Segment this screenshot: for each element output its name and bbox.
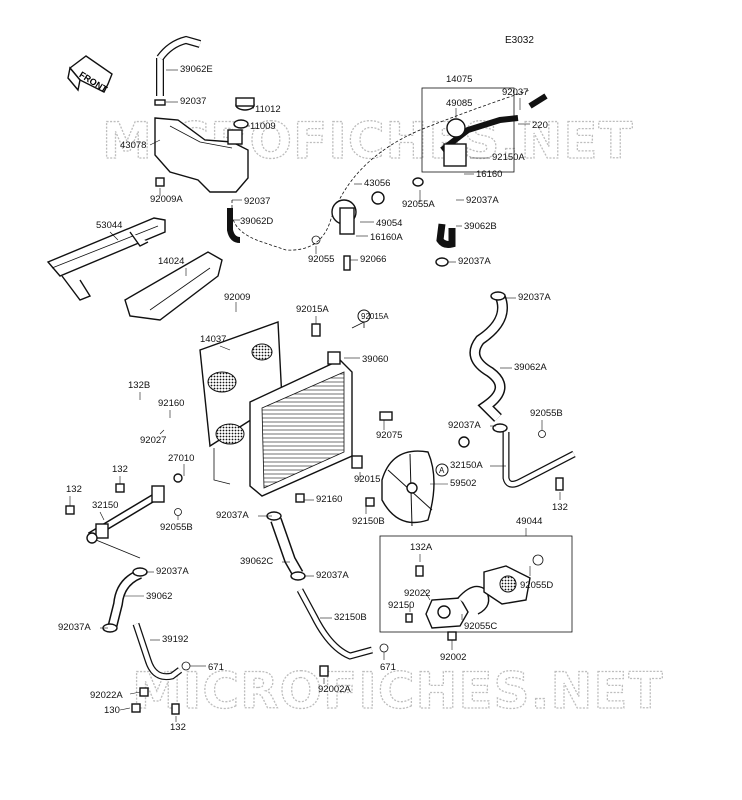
label-92150: 92150 <box>388 600 414 611</box>
label-92009A: 92009A <box>150 194 183 205</box>
label-132A: 132A <box>410 542 433 553</box>
label-49054: 49054 <box>376 218 402 229</box>
leader-lines <box>69 69 561 722</box>
label-39062: 39062 <box>146 591 172 602</box>
label-92037A-top: 92037A <box>466 195 499 206</box>
label-27010: 27010 <box>168 453 194 464</box>
label-92055B-r: 92055B <box>530 408 563 419</box>
water-pump <box>405 554 544 641</box>
label-49044: 49044 <box>516 516 542 527</box>
label-92037A-c: 92037A <box>316 570 349 581</box>
radiator-grille <box>46 217 166 301</box>
label-39062B: 39062B <box>464 221 497 232</box>
front-arrow-icon: FRONT <box>67 55 113 95</box>
label-39062C: 39062C <box>240 556 273 567</box>
hose-top-right <box>528 93 548 109</box>
label-132-ll: 132 <box>66 484 82 495</box>
label-11012: 11012 <box>255 104 281 115</box>
label-39062A: 39062A <box>514 362 547 373</box>
label-43078: 43078 <box>120 140 146 151</box>
radiator-shroud <box>124 251 223 321</box>
label-132B: 132B <box>128 380 150 391</box>
label-92150B: 92150B <box>352 516 385 527</box>
label-92002: 92002 <box>440 652 466 663</box>
radiator-core <box>249 323 353 497</box>
label-92002A: 92002A <box>318 684 351 695</box>
label-92160-c: 92160 <box>316 494 342 505</box>
watermark-bottom: MICROFICHES.NET <box>132 662 664 720</box>
radiator-fan <box>351 450 435 527</box>
hose-39062b <box>436 223 456 248</box>
label-92055B-l: 92055B <box>160 522 193 533</box>
label-92055A: 92055A <box>402 199 435 210</box>
label-14075: 14075 <box>446 74 472 85</box>
label-39062E: 39062E <box>180 64 213 75</box>
label-92015: 92015 <box>354 474 380 485</box>
pipe-32150 <box>86 485 165 559</box>
label-132-l: 132 <box>112 464 128 475</box>
reservoir-cap <box>233 97 255 129</box>
thermostat-housing <box>412 87 519 187</box>
label-14037: 14037 <box>200 334 226 345</box>
label-59502: 59502 <box>450 478 476 489</box>
part-labels: 39062E 92037 11012 11009 43078 92009A 92… <box>58 64 568 733</box>
label-92150A: 92150A <box>492 152 525 163</box>
label-92037A-ll: 92037A <box>58 622 91 633</box>
label-39192: 39192 <box>162 634 188 645</box>
label-43056: 43056 <box>364 178 390 189</box>
label-11009: 11009 <box>250 121 276 132</box>
svg-text:92015A: 92015A <box>361 312 389 321</box>
label-32150A: 32150A <box>450 460 483 471</box>
label-92027: 92027 <box>140 435 166 446</box>
label-39060: 39060 <box>362 354 388 365</box>
water-pump-small <box>331 191 385 271</box>
label-92055: 92055 <box>308 254 334 265</box>
label-92055D: 92055D <box>520 580 553 591</box>
label-92037A-mid: 92037A <box>458 256 491 267</box>
label-49085: 49085 <box>446 98 472 109</box>
reservoir-hose-top <box>154 35 202 106</box>
svg-text:A: A <box>439 466 445 475</box>
label-130: 130 <box>104 705 120 716</box>
label-92009: 92009 <box>224 292 250 303</box>
label-92037-tl: 92037 <box>180 96 206 107</box>
tank-drain-hose <box>227 208 241 243</box>
diagram-code: E3032 <box>505 35 534 46</box>
label-92037A-l: 92037A <box>156 566 189 577</box>
label-92037A-bot: 92037A <box>216 510 249 521</box>
label-92160-l: 92160 <box>158 398 184 409</box>
label-39062D: 39062D <box>240 216 273 227</box>
label-220: 220 <box>532 120 548 131</box>
reservoir-tank <box>154 117 249 193</box>
label-92022A: 92022A <box>90 690 123 701</box>
label-92022: 92022 <box>404 588 430 599</box>
label-53044: 53044 <box>96 220 122 231</box>
callout-a-fan: A <box>435 463 449 477</box>
label-671-l: 671 <box>208 662 224 673</box>
callout-a-top: 92015A <box>351 309 389 329</box>
label-671-c: 671 <box>380 662 396 673</box>
label-16160: 16160 <box>476 169 502 180</box>
label-132-b: 132 <box>170 722 186 733</box>
label-92037A-fan: 92037A <box>448 420 481 431</box>
water-pump-box <box>379 535 573 633</box>
label-14024: 14024 <box>158 256 184 267</box>
label-16160A: 16160A <box>370 232 403 243</box>
label-92055C: 92055C <box>464 621 497 632</box>
label-32150: 32150 <box>92 500 118 511</box>
label-92037-tank: 92037 <box>244 196 270 207</box>
label-92015A: 92015A <box>296 304 329 315</box>
label-92037A-r: 92037A <box>518 292 551 303</box>
label-132-r: 132 <box>552 502 568 513</box>
label-32150B: 32150B <box>334 612 367 623</box>
label-92066: 92066 <box>360 254 386 265</box>
label-92037-tr: 92037 <box>502 87 528 98</box>
label-92075: 92075 <box>376 430 402 441</box>
